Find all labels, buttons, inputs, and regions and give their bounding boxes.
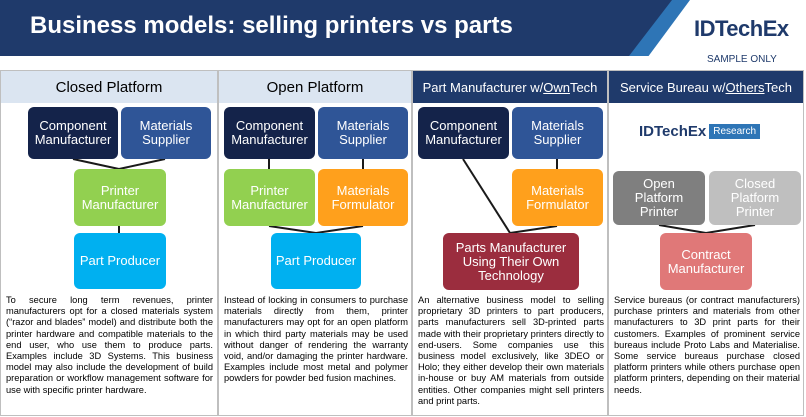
materials-supplier-box: Materials Supplier xyxy=(318,107,408,159)
title-banner: Business models: selling printers vs par… xyxy=(0,0,690,56)
column-open-platform: Open Platform Component Manufacturer Mat… xyxy=(218,70,412,416)
contract-manufacturer-box: Contract Manufacturer xyxy=(660,233,752,290)
column-description: Instead of locking in consumers to purch… xyxy=(224,295,408,384)
banner-background xyxy=(0,0,672,56)
materials-supplier-box: Materials Supplier xyxy=(121,107,211,159)
materials-formulator-box: Materials Formulator xyxy=(512,169,603,226)
component-manufacturer-box: Component Manufacturer xyxy=(28,107,118,159)
open-platform-printer-box: Open Platform Printer xyxy=(613,171,705,225)
part-producer-box: Part Producer xyxy=(74,233,166,289)
materials-formulator-box: Materials Formulator xyxy=(318,169,408,226)
column-description: An alternative business model to selling… xyxy=(418,295,605,406)
part-producer-box: Part Producer xyxy=(271,233,361,289)
column-part-manufacturer-own-tech: Part Manufacturer w/ Own Tech Component … xyxy=(412,70,608,416)
component-manufacturer-box: Component Manufacturer xyxy=(418,107,509,159)
column-description: Service bureaus (or contract manufacture… xyxy=(614,295,800,395)
sample-only-label: SAMPLE ONLY xyxy=(707,54,777,65)
materials-supplier-box: Materials Supplier xyxy=(512,107,603,159)
printer-manufacturer-box: Printer Manufacturer xyxy=(224,169,315,226)
column-closed-platform: Closed Platform Component Manufacturer M… xyxy=(0,70,218,416)
idtechex-research-logo: IDTechEx Research xyxy=(639,123,761,140)
idtechex-logo: IDTechEx xyxy=(694,16,789,41)
column-service-bureau-others-tech: Service Bureau w/ Others Tech IDTechEx R… xyxy=(608,70,804,416)
printer-manufacturer-box: Printer Manufacturer xyxy=(74,169,166,226)
component-manufacturer-box: Component Manufacturer xyxy=(224,107,315,159)
column-title: Part Manufacturer w/ Own Tech xyxy=(413,71,607,103)
column-title: Closed Platform xyxy=(1,71,217,103)
parts-manufacturer-box: Parts Manufacturer Using Their Own Techn… xyxy=(443,233,579,290)
closed-platform-printer-box: Closed Platform Printer xyxy=(709,171,801,225)
column-title: Open Platform xyxy=(219,71,411,103)
column-description: To secure long term revenues, printer ma… xyxy=(6,295,213,395)
page-title: Business models: selling printers vs par… xyxy=(30,12,513,39)
column-title: Service Bureau w/ Others Tech xyxy=(609,71,803,103)
